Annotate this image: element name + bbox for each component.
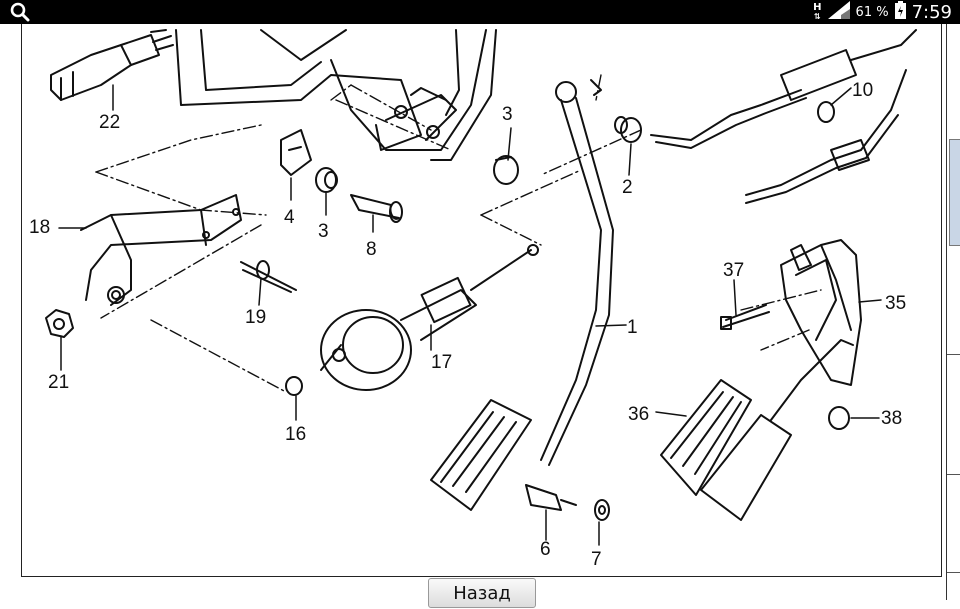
- part-35-accelerator-module-drawing: [780, 239, 862, 386]
- part-label-18: 18: [29, 217, 50, 238]
- parts-diagram[interactable]: 22 3 10 2 18 4 3 8 37 35 19 1 21 17 36 3…: [21, 24, 942, 577]
- part-22-connector-drawing: [50, 29, 174, 101]
- network-type-indicator: H ⇅: [813, 2, 822, 22]
- pedal-assembly-drawing: 22 3 10 2 18 4 3 8 37 35 19 1 21 17 36 3…: [29, 29, 917, 570]
- part-label-19: 19: [245, 307, 266, 328]
- side-panel: [946, 24, 960, 600]
- part-label-3a: 3: [502, 104, 513, 125]
- part-label-38: 38: [881, 408, 902, 429]
- part-1-pedal-drawing: [430, 81, 614, 511]
- part-3-bushing-drawing: [315, 155, 519, 193]
- signal-icon: [827, 1, 850, 23]
- part-label-2: 2: [622, 177, 633, 198]
- side-panel-tab[interactable]: [949, 139, 960, 246]
- part-label-16: 16: [285, 424, 306, 445]
- pedal-bracket-drawing: [175, 29, 497, 161]
- part-17-booster-drawing: [320, 244, 539, 391]
- part-19-bolt-drawing: [240, 260, 297, 293]
- clock: 7:59: [911, 1, 952, 23]
- part-4-clip-drawing: [280, 129, 312, 176]
- part-label-10: 10: [852, 80, 873, 101]
- part-label-8: 8: [366, 239, 377, 260]
- part-label-1: 1: [627, 317, 638, 338]
- part-7-washer-drawing: [594, 499, 610, 521]
- part-label-35: 35: [885, 293, 906, 314]
- part-label-4: 4: [284, 207, 295, 228]
- part-16-nut-drawing: [285, 376, 303, 396]
- status-bar: H ⇅ 61 % 7:59: [0, 0, 960, 24]
- battery-icon: [894, 1, 906, 23]
- part-36-pedal-pad-drawing: [660, 339, 854, 521]
- back-button[interactable]: Назад: [428, 578, 536, 608]
- part-label-22: 22: [99, 112, 120, 133]
- side-panel-divider: [947, 572, 960, 573]
- part-label-3b: 3: [318, 221, 329, 242]
- part-6-switch-drawing: [525, 484, 577, 511]
- side-panel-divider: [947, 354, 960, 355]
- search-icon[interactable]: [10, 2, 30, 26]
- part-label-17: 17: [431, 352, 452, 373]
- battery-percent: 61 %: [855, 4, 889, 20]
- part-18-bracket-drawing: [80, 194, 242, 306]
- part-38-plug-drawing: [828, 406, 850, 430]
- part-label-7: 7: [591, 549, 602, 570]
- part-label-36: 36: [628, 404, 649, 425]
- part-2-bushing-drawing: [590, 79, 642, 143]
- part-labels: 22 3 10 2 18 4 3 8 37 35 19 1 21 17 36 3…: [29, 80, 906, 570]
- part-label-37: 37: [723, 260, 744, 281]
- part-label-6: 6: [540, 539, 551, 560]
- part-21-nut-drawing: [45, 309, 74, 338]
- part-10-cable-drawing: [650, 29, 917, 204]
- side-panel-divider: [947, 474, 960, 475]
- part-label-21: 21: [48, 372, 69, 393]
